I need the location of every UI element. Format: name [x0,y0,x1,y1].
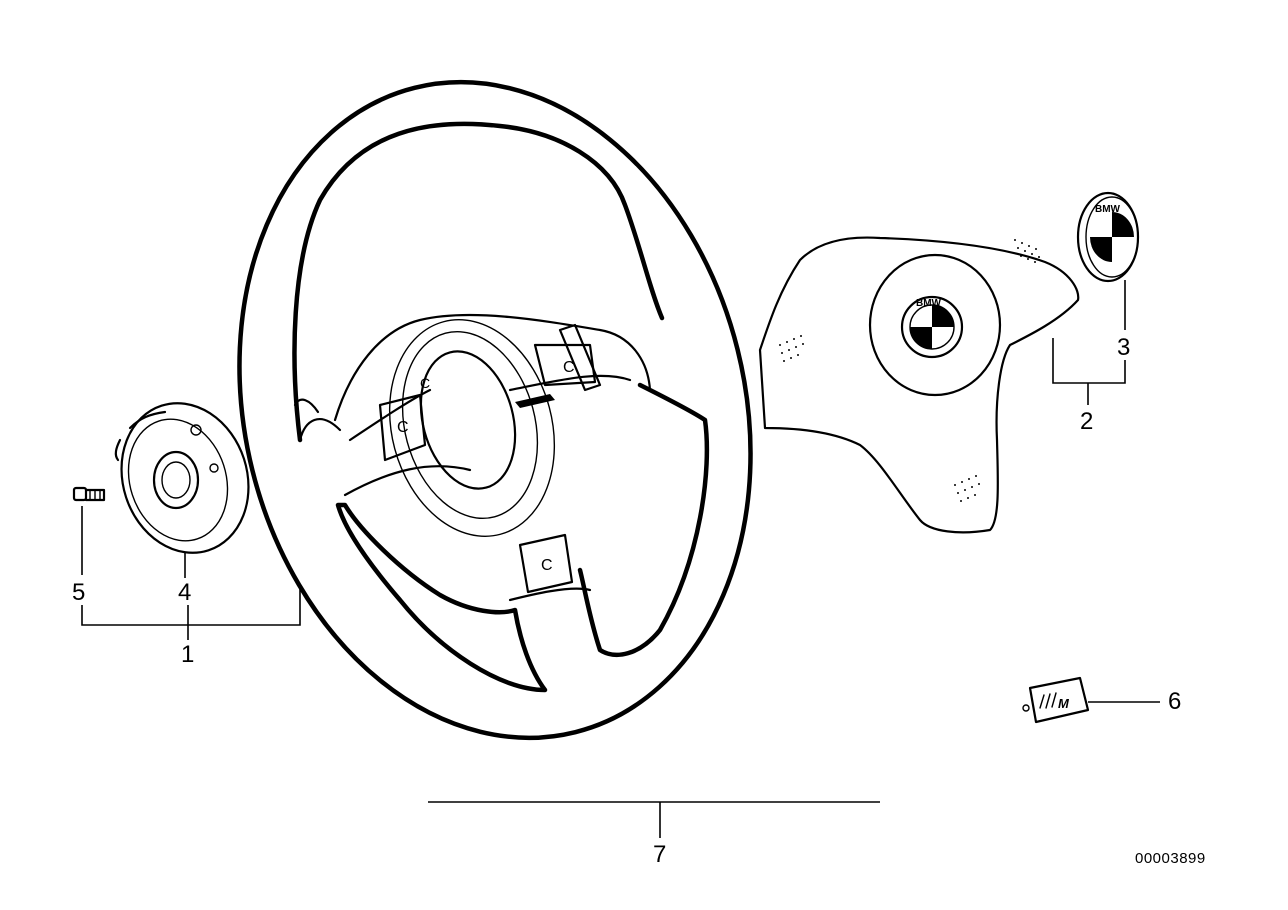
callout-5: 5 [72,579,85,606]
airbag-module: BMW [758,236,1080,534]
m-badge-text: M [1058,696,1070,711]
m-badge: M [1022,676,1090,724]
callout-6: 6 [1168,688,1181,715]
svg-text:C: C [397,419,409,436]
contact-ring [114,402,250,554]
diagram-id: 00003899 [1135,850,1206,867]
steering-wheel: C C C C [237,79,753,741]
airbag-emblem-text: BMW [916,298,942,309]
callout-3: 3 [1117,334,1130,361]
leader-lines [81,280,1160,838]
svg-text:C: C [420,375,430,391]
callout-2: 2 [1080,408,1093,435]
svg-text:C: C [541,557,553,574]
screw [72,486,106,502]
callout-4: 4 [178,579,191,606]
callout-7: 7 [653,841,666,868]
bmw-emblem: BMW [1076,191,1140,283]
callout-1: 1 [181,641,194,668]
emblem-text: BMW [1095,204,1121,215]
svg-text:C: C [563,359,575,376]
